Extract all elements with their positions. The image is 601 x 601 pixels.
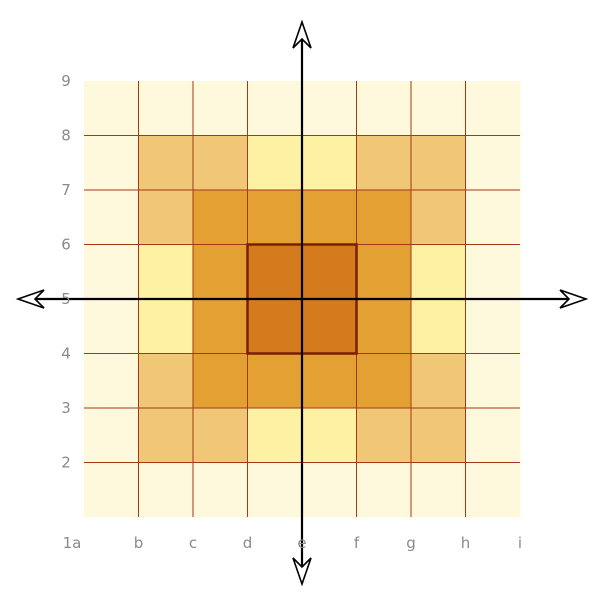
- grid-cell-r5-c0: [84, 353, 139, 409]
- grid-cell-r1-c2: [193, 135, 248, 191]
- grid-cell-r2-c1: [138, 190, 194, 245]
- grid-cell-r2-c5: [356, 190, 412, 245]
- row-label: 2: [61, 454, 71, 472]
- grid-cell-r0-c5: [356, 81, 412, 136]
- grid-cell-r7-c2: [193, 462, 248, 518]
- row-label: 6: [61, 236, 71, 254]
- grid-cell-r4-c0: [84, 299, 139, 354]
- grid-cell-r3-c5: [356, 244, 412, 300]
- grid-cell-r4-c1: [138, 299, 194, 354]
- arrow-right-icon: [559, 289, 589, 309]
- grid-cell-r3-c4: [302, 244, 357, 300]
- grid-cell-r3-c7: [465, 244, 521, 300]
- grid-cell-r5-c7: [465, 353, 521, 409]
- grid-cell-r7-c7: [465, 462, 521, 518]
- grid-cell-r4-c4: [302, 299, 357, 354]
- grid-cell-r2-c2: [193, 190, 248, 245]
- axes: [15, 19, 589, 587]
- grid-cell-r1-c0: [84, 135, 139, 191]
- grid-cell-r4-c5: [356, 299, 412, 354]
- column-label: d: [243, 534, 253, 552]
- grid-cell-r6-c3: [247, 408, 303, 463]
- grid-cell-r1-c3: [247, 135, 303, 191]
- grid-cell-r4-c3: [247, 299, 303, 354]
- row-label: 4: [61, 345, 71, 363]
- column-label: c: [189, 534, 197, 552]
- grid-cell-r7-c3: [247, 462, 303, 518]
- grid-cell-r6-c5: [356, 408, 412, 463]
- grid-cell-r0-c3: [247, 81, 303, 136]
- grid-cell-r3-c1: [138, 244, 194, 300]
- grid-cell-r5-c4: [302, 353, 357, 409]
- grid-cell-r2-c3: [247, 190, 303, 245]
- grid-cell-r0-c6: [411, 81, 466, 136]
- grid-cell-r5-c6: [411, 353, 466, 409]
- grid-cell-r7-c6: [411, 462, 466, 518]
- grid-cell-r7-c0: [84, 462, 139, 518]
- column-labels: 1a b c d e f g h i: [63, 534, 522, 552]
- grid-cell-r1-c1: [138, 135, 194, 191]
- grid-cell-r5-c3: [247, 353, 303, 409]
- grid-cell-r1-c5: [356, 135, 412, 191]
- column-label: h: [461, 534, 471, 552]
- arrow-up-icon: [292, 19, 312, 49]
- grid-cell-r7-c4: [302, 462, 357, 518]
- row-label: 7: [61, 181, 71, 199]
- grid-cell-r5-c1: [138, 353, 194, 409]
- row-label: 9: [61, 72, 71, 90]
- grid-cell-r4-c6: [411, 299, 466, 354]
- grid-cell-r6-c6: [411, 408, 466, 463]
- row-label: 5: [61, 290, 71, 308]
- column-label: i: [518, 534, 522, 552]
- grid-cell-r1-c6: [411, 135, 466, 191]
- row-label: 8: [61, 127, 71, 145]
- grid-cell-r3-c2: [193, 244, 248, 300]
- grid-cell-r1-c4: [302, 135, 357, 191]
- grid-cell-r6-c0: [84, 408, 139, 463]
- column-label: g: [406, 534, 416, 552]
- grid-cell-r3-c0: [84, 244, 139, 300]
- grid-cell-r6-c2: [193, 408, 248, 463]
- grid-cell-r0-c2: [193, 81, 248, 136]
- grid-cell-r5-c5: [356, 353, 412, 409]
- grid-cell-r0-c4: [302, 81, 357, 136]
- grid-cell-r0-c7: [465, 81, 521, 136]
- arrow-down-icon: [292, 557, 312, 587]
- grid-cell-r3-c6: [411, 244, 466, 300]
- grid-cell-r3-c3: [247, 244, 303, 300]
- grid-cell-r7-c1: [138, 462, 194, 518]
- grid-cell-r6-c4: [302, 408, 357, 463]
- grid-cell-r2-c4: [302, 190, 357, 245]
- grid-cell-r0-c1: [138, 81, 194, 136]
- column-label: f: [354, 534, 360, 552]
- grid-cell-r2-c0: [84, 190, 139, 245]
- arrow-left-icon: [15, 289, 45, 309]
- grid-cell-r2-c7: [465, 190, 521, 245]
- grid-cell-r4-c7: [465, 299, 521, 354]
- grid-cell-r4-c2: [193, 299, 248, 354]
- grid-cell-r1-c7: [465, 135, 521, 191]
- grid-cell-r5-c2: [193, 353, 248, 409]
- column-label: b: [134, 534, 144, 552]
- grid-cell-r7-c5: [356, 462, 412, 518]
- grid-cells: [84, 81, 521, 518]
- row-label: 3: [61, 399, 71, 417]
- grid-cell-r6-c7: [465, 408, 521, 463]
- grid-cell-r0-c0: [84, 81, 139, 136]
- grid-cell-r2-c6: [411, 190, 466, 245]
- column-label: e: [297, 534, 306, 552]
- row-labels: 9 8 7 6 5 4 3 2: [61, 72, 71, 472]
- grid-cell-r6-c1: [138, 408, 194, 463]
- column-label: 1a: [63, 534, 82, 552]
